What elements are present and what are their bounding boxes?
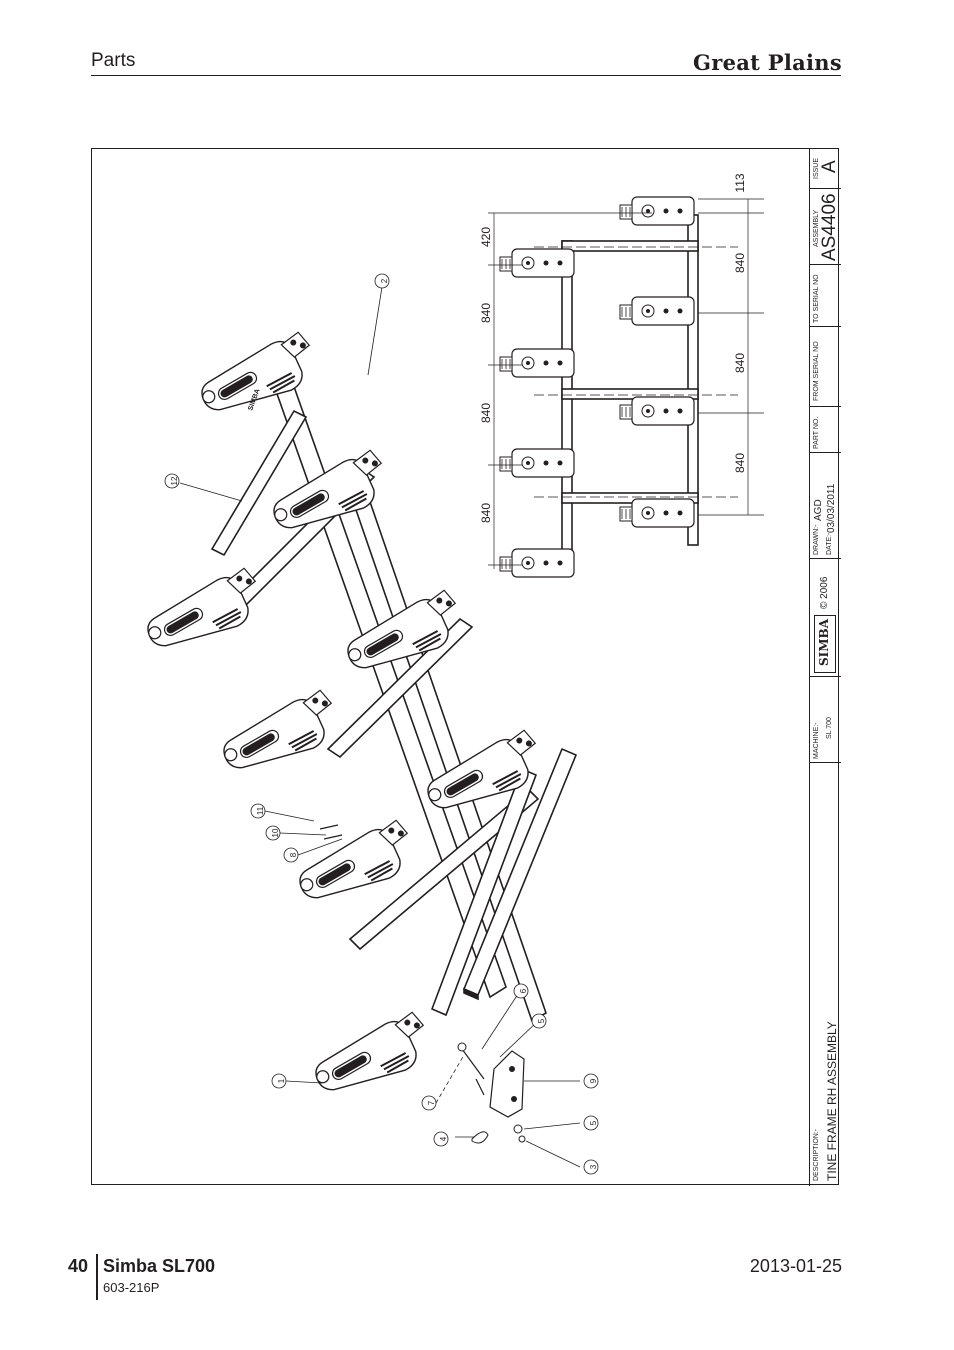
page-number: 40	[68, 1256, 89, 1276]
balloon-6: 6	[519, 988, 528, 993]
assembly-value: AS4406	[819, 193, 840, 261]
logo-cell: © 2006 SIMBA	[810, 559, 841, 677]
balloon-5-top: 5	[537, 1018, 546, 1023]
drawn-cell: DRAWN:- AGD DATE:- 03/03/2011	[810, 453, 841, 559]
part-no-label: PART NO.	[813, 416, 820, 449]
issue-cell: ISSUE A	[810, 149, 841, 189]
balloon-11: 11	[256, 806, 265, 815]
title-block: ISSUE A ASSEMBLY AS4406 TO SERIAL NO FRO…	[809, 149, 841, 1186]
issue-value: A	[819, 160, 840, 173]
header-section-label: Parts	[91, 50, 136, 71]
from-serial-label: FROM SERIAL NO	[813, 341, 820, 401]
machine-label: MACHINE:-	[813, 722, 820, 759]
header-rule	[91, 75, 841, 76]
publication-date: 2013-01-25	[749, 1256, 842, 1276]
to-serial-label: TO SERIAL NO	[813, 274, 820, 323]
dim-840-l3: 840	[479, 503, 493, 523]
footer-divider	[96, 1254, 98, 1300]
dim-840-r1: 840	[733, 253, 747, 273]
machine-value: SL 700	[826, 717, 833, 739]
simba-logo-text: SIMBA	[817, 618, 831, 666]
balloon-12: 12	[170, 476, 179, 485]
balloon-2: 2	[380, 278, 389, 283]
dim-840-l1: 840	[479, 303, 493, 323]
balloon-8: 8	[289, 852, 298, 857]
dim-113: 113	[733, 173, 747, 192]
description-value: TINE FRAME RH ASSEMBLY	[825, 1021, 839, 1181]
balloon-9: 9	[589, 1078, 598, 1083]
to-serial-cell: TO SERIAL NO	[810, 265, 841, 327]
dim-420: 420	[479, 227, 493, 247]
date-label: DATE:-	[826, 532, 833, 555]
dim-840-l2: 840	[479, 403, 493, 423]
date-value: 03/03/2011	[826, 483, 837, 533]
drawn-value: AGD	[813, 499, 824, 521]
manual-part-number: 603-216P	[103, 1280, 160, 1295]
simba-logo: SIMBA	[814, 615, 836, 673]
part-no-cell: PART NO.	[810, 407, 841, 453]
product-title: Simba SL700	[103, 1256, 216, 1276]
balloon-7: 7	[427, 1100, 436, 1105]
machine-cell: MACHINE:- SL 700	[810, 677, 841, 763]
brand-logo: Great Plains	[692, 50, 842, 75]
copyright-text: © 2006	[819, 576, 830, 609]
drawing-frame: 113 840 840 840 420 840 840 840 2 12 11 …	[91, 148, 841, 1186]
from-serial-cell: FROM SERIAL NO	[810, 327, 841, 407]
assembly-cell: ASSEMBLY AS4406	[810, 189, 841, 265]
drawn-label: DRAWN:-	[813, 524, 820, 555]
balloon-4: 4	[439, 1136, 448, 1141]
balloon-10: 10	[271, 828, 280, 837]
description-label: DESCRIPTION:-	[813, 1128, 820, 1181]
dim-840-r2: 840	[733, 353, 747, 373]
balloon-3: 3	[589, 1164, 598, 1169]
balloon-5-bottom: 5	[589, 1120, 598, 1125]
balloon-1: 1	[277, 1078, 286, 1083]
parts-drawing: 113 840 840 840 420 840 840 840 2 12 11 …	[137, 173, 764, 1175]
dim-840-r3: 840	[733, 453, 747, 473]
description-cell: DESCRIPTION:- TINE FRAME RH ASSEMBLY	[810, 763, 841, 1186]
